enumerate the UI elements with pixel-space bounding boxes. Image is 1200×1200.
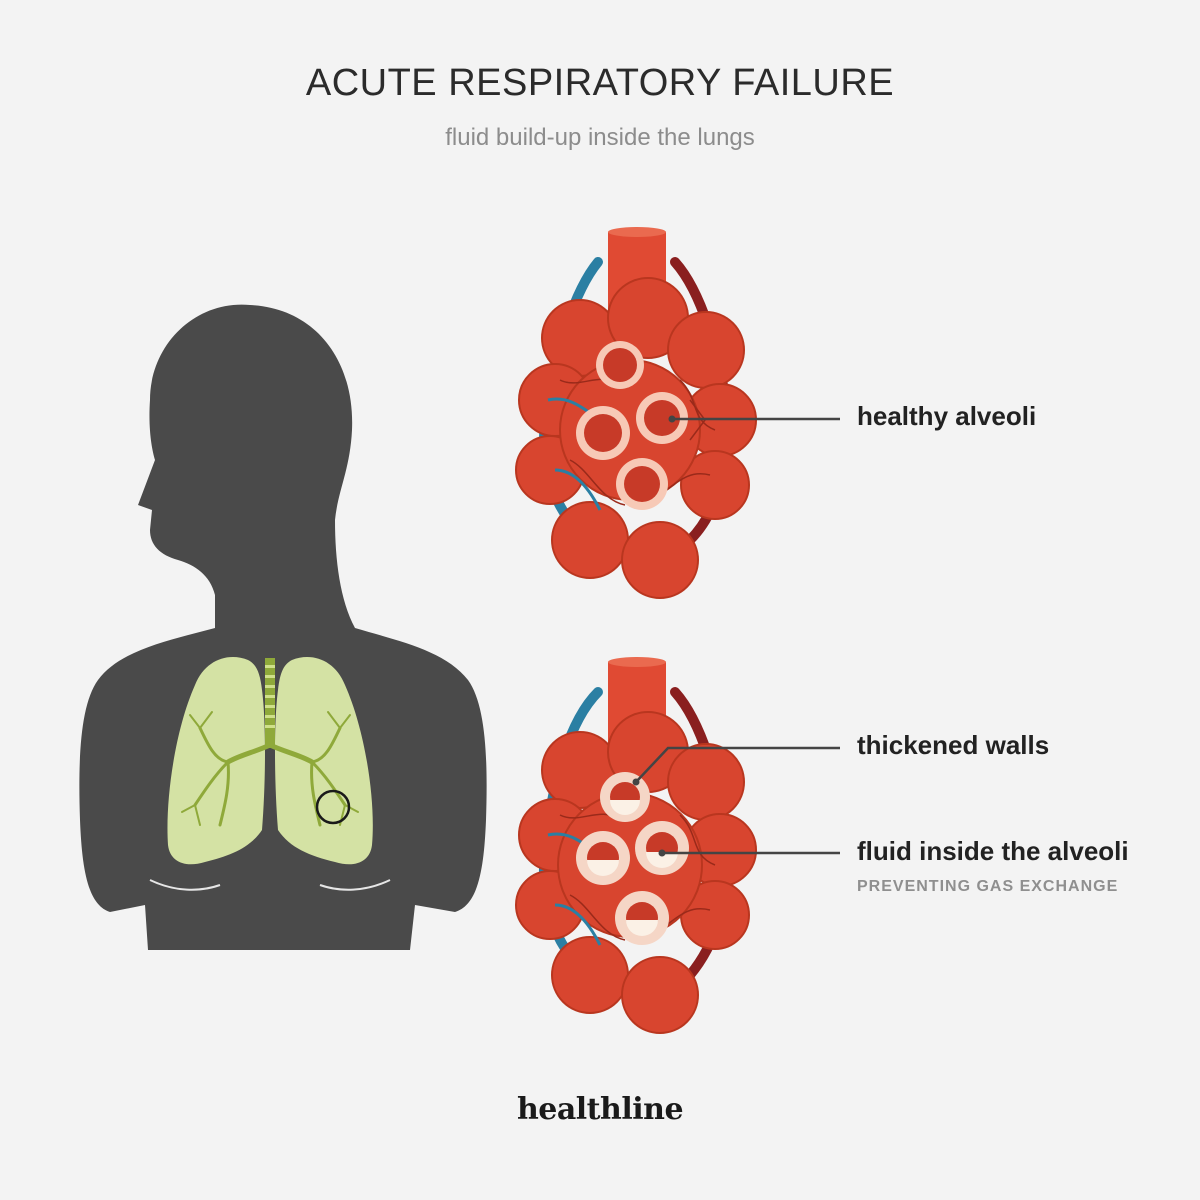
page-subtitle: fluid build-up inside the lungs <box>445 124 755 151</box>
label-fluid-inside: fluid inside the alveoli <box>857 836 1129 866</box>
page-title: ACUTE RESPIRATORY FAILURE <box>305 62 895 104</box>
alveoli-cluster-fluid <box>515 657 757 1034</box>
label-thickened-walls: thickened walls <box>857 730 1050 760</box>
focus-circle <box>315 789 351 825</box>
healthline-logo: healthline <box>516 1092 684 1127</box>
trachea <box>265 658 275 748</box>
lungs <box>167 657 373 865</box>
callout-lines <box>632 415 840 857</box>
alveoli-cluster-healthy <box>515 227 757 599</box>
alveolus-healthy <box>576 341 688 510</box>
callout-thickened <box>635 746 840 783</box>
label-healthy-alveoli: healthy alveoli <box>857 401 1037 431</box>
human-silhouette <box>79 304 487 950</box>
chest-lines <box>149 879 391 891</box>
left-lung <box>167 657 265 865</box>
label-gas-exchange-note: PREVENTING GAS EXCHANGE <box>857 878 1119 895</box>
bronchi <box>181 711 359 827</box>
alveolus-fluid <box>576 772 689 945</box>
